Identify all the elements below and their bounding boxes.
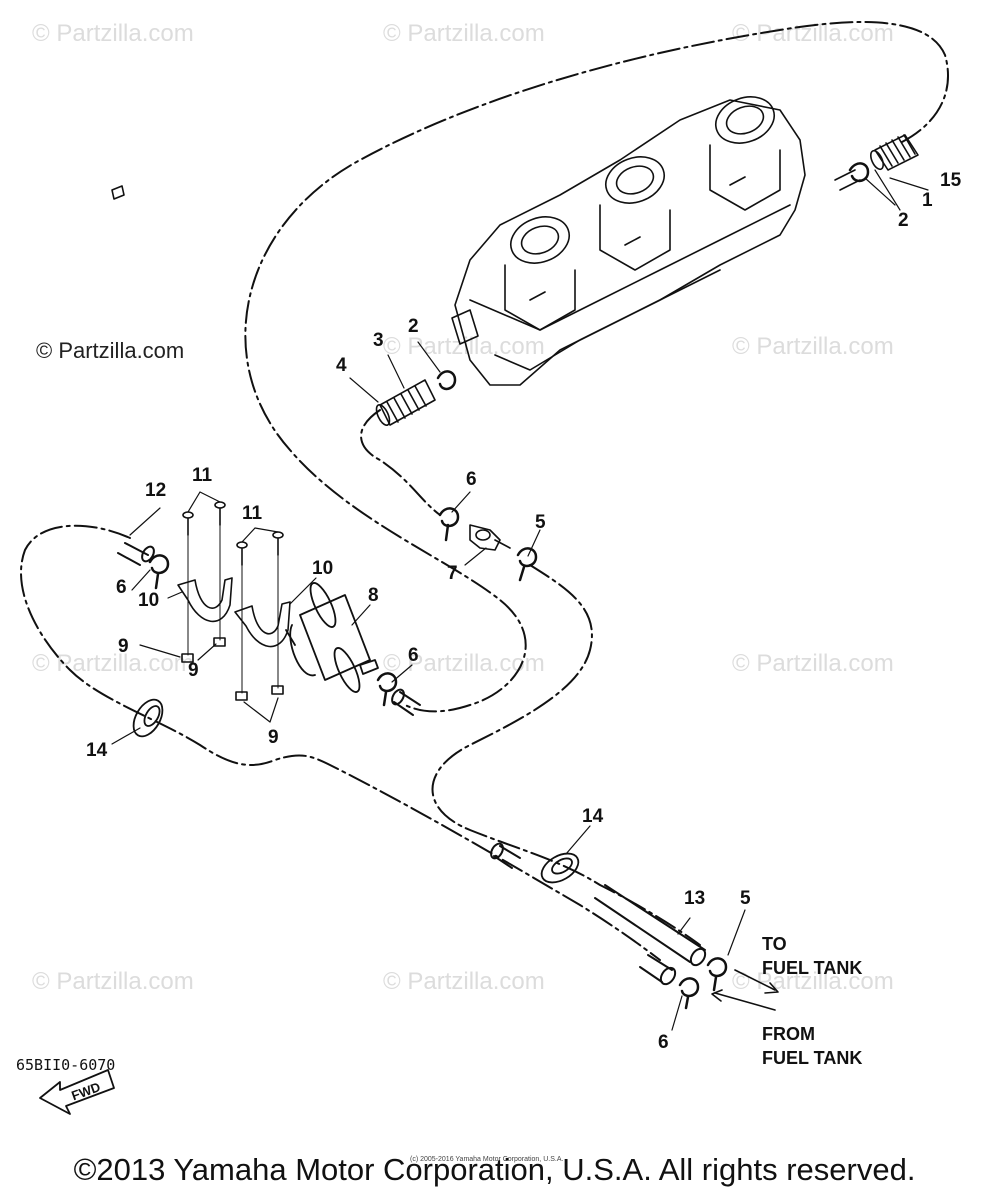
watermark: © Partzilla.com	[32, 20, 194, 47]
carburetor-assembly	[111, 96, 861, 386]
callout: 6	[658, 1032, 669, 1053]
watermark-dark: © Partzilla.com	[36, 338, 185, 363]
spring-hose-3	[375, 379, 436, 426]
callout: 12	[145, 480, 167, 501]
fuel-filter-8	[285, 582, 379, 693]
callout: 6	[408, 645, 419, 666]
callout: 9	[118, 636, 129, 657]
from-label-line2: FUEL TANK	[762, 1048, 863, 1068]
from-fuel-tank-label: FROM FUEL TANK	[762, 1022, 862, 1070]
callout: 9	[268, 727, 279, 748]
watermark: © Partzilla.com	[383, 20, 545, 47]
hose-joint-to-tank	[431, 564, 701, 946]
watermark: © Partzilla.com	[383, 968, 545, 995]
bolts-11	[182, 501, 284, 566]
callout: 10	[138, 590, 160, 611]
return-hose-loop	[244, 21, 949, 713]
hose-filter-loop	[20, 524, 661, 961]
fwd-arrow	[39, 1069, 115, 1115]
callout: 2	[408, 316, 419, 337]
callout: 14	[86, 740, 108, 761]
pipe-13	[594, 884, 706, 963]
callout: 6	[116, 577, 127, 598]
watermark: © Partzilla.com	[32, 650, 194, 677]
callout: 3	[373, 330, 384, 351]
diagram-code: 65BII0-6070	[16, 1056, 116, 1074]
callout: 7	[447, 563, 458, 584]
nuts-9	[181, 637, 284, 701]
callout: 11	[192, 465, 213, 486]
callout: 14	[582, 806, 604, 827]
callout: 6	[466, 469, 477, 490]
joint-7	[469, 524, 511, 551]
watermark: © Partzilla.com	[32, 968, 194, 995]
bracket-10	[177, 577, 291, 648]
callout: 10	[312, 558, 334, 579]
callout: 4	[336, 355, 347, 376]
callout: 13	[684, 888, 706, 909]
callout: 8	[368, 585, 379, 606]
callout: 5	[740, 888, 751, 909]
callout: 2	[898, 210, 909, 231]
watermark: © Partzilla.com	[732, 650, 894, 677]
tiny-credit: (c) 2005-2016 Yamaha Motor Corporation, …	[410, 1156, 564, 1163]
callout: 1	[922, 190, 933, 211]
copyright-notice: ©2013 Yamaha Motor Corporation, U.S.A. A…	[73, 1152, 916, 1187]
callout: 11	[242, 503, 263, 524]
from-label-line1: FROM	[762, 1024, 815, 1044]
hose-carb-to-joint	[360, 409, 441, 516]
grommet-14	[132, 698, 580, 884]
to-label-line1: TO	[762, 934, 787, 954]
to-fuel-tank-label: TO FUEL TANK	[762, 932, 862, 980]
spring-hose-15	[870, 134, 919, 171]
callout: 15	[940, 170, 962, 191]
callout: 5	[535, 512, 546, 533]
to-label-line2: FUEL TANK	[762, 958, 863, 978]
callout: 9	[188, 660, 199, 681]
watermark: © Partzilla.com	[732, 333, 894, 360]
fwd-label: FWD	[69, 1079, 102, 1103]
